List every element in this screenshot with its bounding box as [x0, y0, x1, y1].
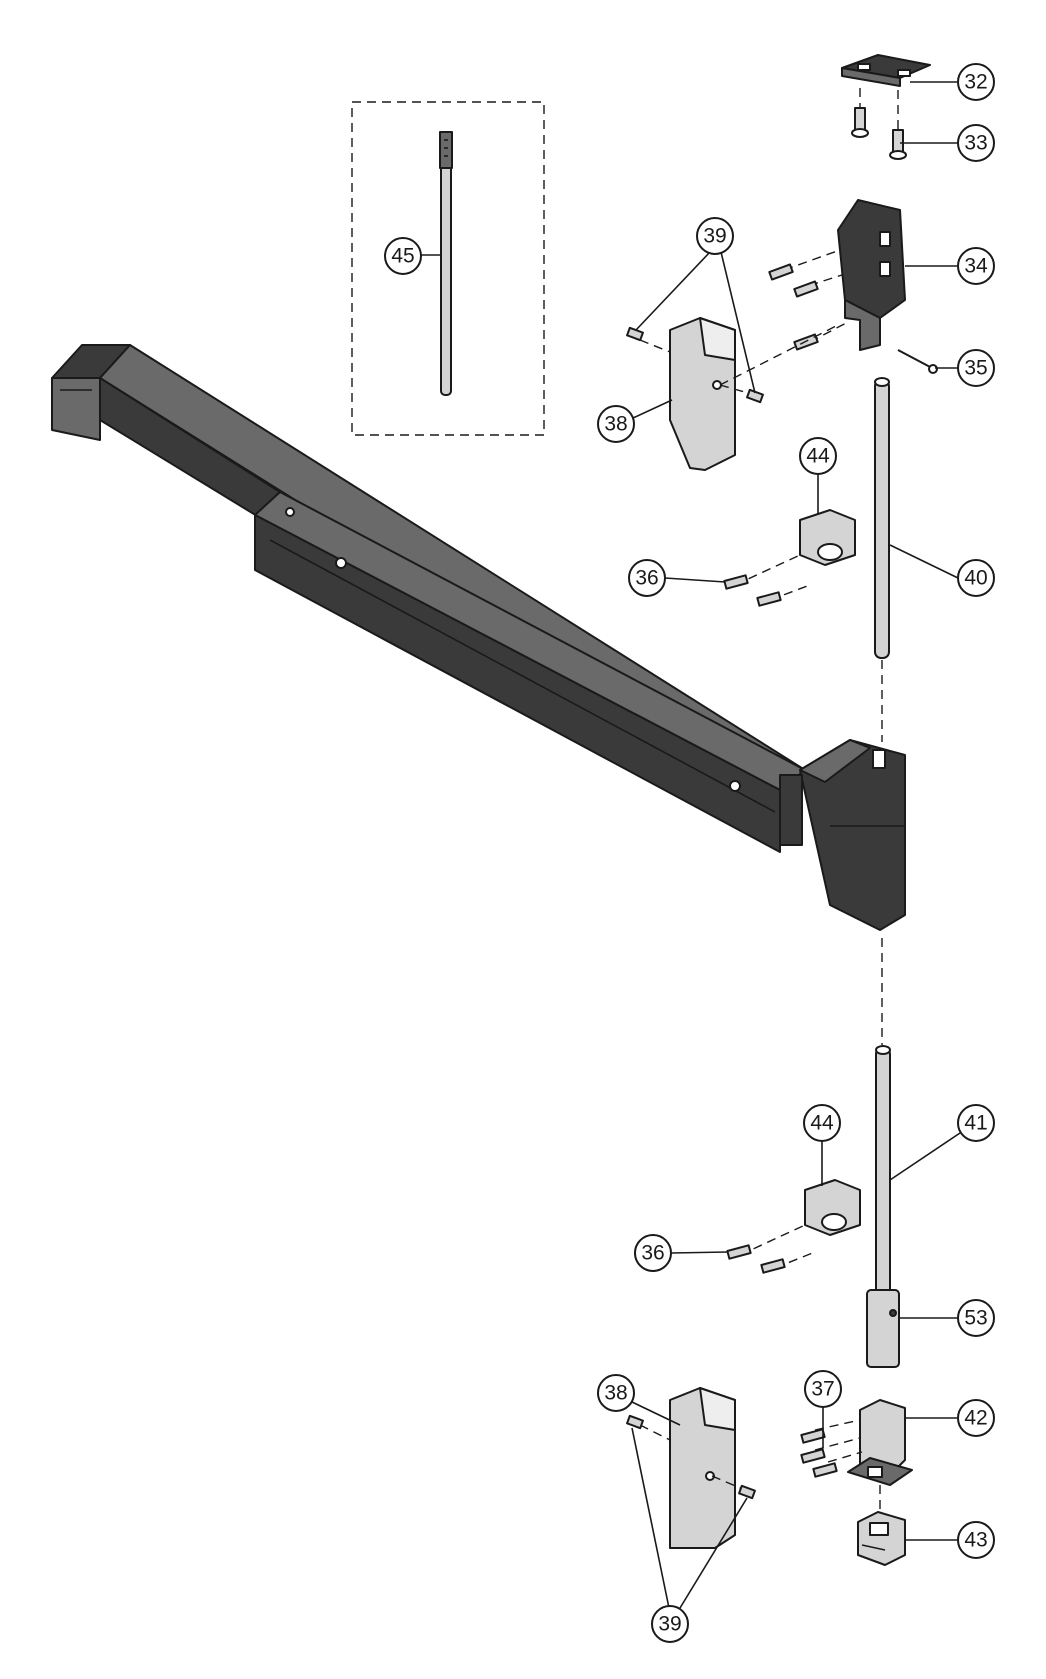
svg-text:36: 36 — [635, 567, 658, 590]
callout-34: 34 — [905, 247, 995, 285]
part-53-rod-end — [866, 1289, 900, 1368]
svg-text:45: 45 — [391, 245, 414, 268]
svg-text:36: 36 — [641, 1242, 664, 1265]
svg-text:42: 42 — [964, 1407, 987, 1430]
callout-38-bottom: 38 — [597, 1374, 681, 1426]
svg-text:53: 53 — [964, 1307, 987, 1330]
callout-36-bottom: 36 — [634, 1234, 729, 1272]
callouts: 32 33 34 35 39 45 38 — [384, 63, 995, 1643]
svg-text:35: 35 — [964, 357, 987, 380]
push-bar-assembly — [51, 344, 906, 931]
svg-text:34: 34 — [964, 255, 988, 278]
callout-44-bottom: 44 — [803, 1104, 841, 1186]
svg-text:44: 44 — [810, 1112, 834, 1135]
svg-text:43: 43 — [964, 1529, 987, 1552]
callout-40: 40 — [889, 544, 995, 597]
part-35-pin — [897, 349, 938, 374]
callout-44-top: 44 — [799, 437, 837, 515]
svg-text:38: 38 — [604, 1382, 627, 1405]
part-34-latch — [768, 199, 906, 351]
callout-41: 41 — [889, 1104, 995, 1181]
callout-39-top: 39 — [635, 217, 756, 394]
callout-42: 42 — [905, 1399, 995, 1437]
svg-text:41: 41 — [964, 1112, 987, 1135]
part-42-bracket — [800, 1399, 913, 1512]
part-32-strike-plate — [841, 54, 931, 87]
part-41-lower-rod — [875, 938, 891, 1297]
svg-text:39: 39 — [658, 1613, 681, 1636]
part-38-top-cover — [626, 317, 839, 471]
svg-text:44: 44 — [806, 445, 830, 468]
callout-36-top: 36 — [628, 559, 726, 597]
svg-text:37: 37 — [811, 1378, 834, 1401]
callout-39-bottom: 39 — [631, 1427, 748, 1643]
svg-text:39: 39 — [703, 225, 726, 248]
part-38-bottom-cover — [626, 1387, 756, 1549]
part-45-threaded-rod — [351, 101, 545, 436]
callout-53: 53 — [899, 1299, 995, 1337]
svg-text:32: 32 — [964, 71, 987, 94]
part-43-bottom-guide — [857, 1511, 906, 1566]
callout-37: 37 — [804, 1370, 842, 1448]
svg-text:40: 40 — [964, 567, 987, 590]
callout-43: 43 — [905, 1521, 995, 1559]
callout-45: 45 — [384, 237, 422, 275]
part-44-upper-guide — [723, 509, 856, 607]
part-33-screws — [851, 88, 907, 160]
callout-35: 35 — [935, 349, 995, 387]
part-40-upper-rod — [874, 377, 890, 742]
callout-33: 33 — [900, 124, 995, 162]
part-44-lower-guide — [726, 1179, 861, 1274]
callout-32: 32 — [910, 63, 995, 101]
svg-text:33: 33 — [964, 132, 987, 155]
svg-text:38: 38 — [604, 413, 627, 436]
callout-38-top: 38 — [597, 399, 673, 443]
